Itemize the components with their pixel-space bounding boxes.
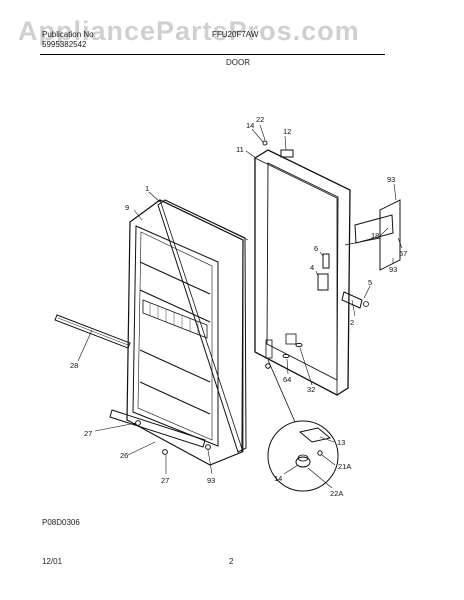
callout-22a: 22A bbox=[330, 489, 343, 498]
detail-inset bbox=[267, 359, 339, 492]
callout-labels: 1 9 22 14 12 11 93 18 57 93 6 4 5 2 64 3… bbox=[70, 115, 407, 498]
callout-1: 1 bbox=[145, 184, 149, 193]
callout-27-bottom: 27 bbox=[161, 476, 169, 485]
callout-28: 28 bbox=[70, 361, 78, 370]
callout-5: 5 bbox=[368, 278, 372, 287]
handle-parts bbox=[317, 253, 369, 309]
publication-number: 5995382542 bbox=[42, 40, 87, 49]
callout-64: 64 bbox=[283, 375, 291, 384]
model-number: FFU20F7AW bbox=[212, 30, 259, 39]
callout-4: 4 bbox=[310, 263, 314, 272]
callout-32: 32 bbox=[307, 385, 315, 394]
callout-12: 12 bbox=[283, 127, 291, 136]
header-rule bbox=[40, 54, 385, 55]
callout-18: 18 bbox=[371, 231, 379, 240]
shelf-bar bbox=[54, 314, 131, 349]
callout-93-top: 93 bbox=[387, 175, 395, 184]
publication-label: Publication No bbox=[42, 30, 94, 39]
callout-93-bottom: 93 bbox=[207, 476, 215, 485]
door-gasket bbox=[157, 199, 249, 453]
leader-lines bbox=[77, 124, 403, 489]
callout-6: 6 bbox=[314, 244, 318, 253]
watermark: AppliancePartsPros.com bbox=[18, 16, 360, 46]
callout-9: 9 bbox=[125, 203, 129, 212]
outer-door-panel bbox=[254, 149, 351, 396]
callout-57: 57 bbox=[399, 249, 407, 258]
section-title: DOOR bbox=[226, 58, 250, 67]
callout-11: 11 bbox=[236, 145, 244, 154]
callout-26: 26 bbox=[120, 451, 128, 460]
page-number: 2 bbox=[229, 557, 234, 566]
callout-13: 13 bbox=[337, 438, 345, 447]
callout-27-left: 27 bbox=[84, 429, 92, 438]
callout-14: 14 bbox=[246, 121, 254, 130]
callout-14-detail: 14 bbox=[274, 474, 282, 483]
callout-22: 22 bbox=[256, 115, 264, 124]
bottom-screws bbox=[135, 333, 303, 455]
footer-date: 12/01 bbox=[42, 557, 63, 566]
top-clip bbox=[262, 140, 294, 158]
hinge-bracket bbox=[344, 199, 401, 271]
callout-93-mid: 93 bbox=[389, 265, 397, 274]
door-liner bbox=[126, 199, 244, 466]
callout-21a: 21A bbox=[338, 462, 351, 471]
diagram-code: P08D0306 bbox=[42, 518, 80, 527]
bottom-bracket bbox=[109, 409, 206, 448]
callout-2: 2 bbox=[350, 318, 354, 327]
